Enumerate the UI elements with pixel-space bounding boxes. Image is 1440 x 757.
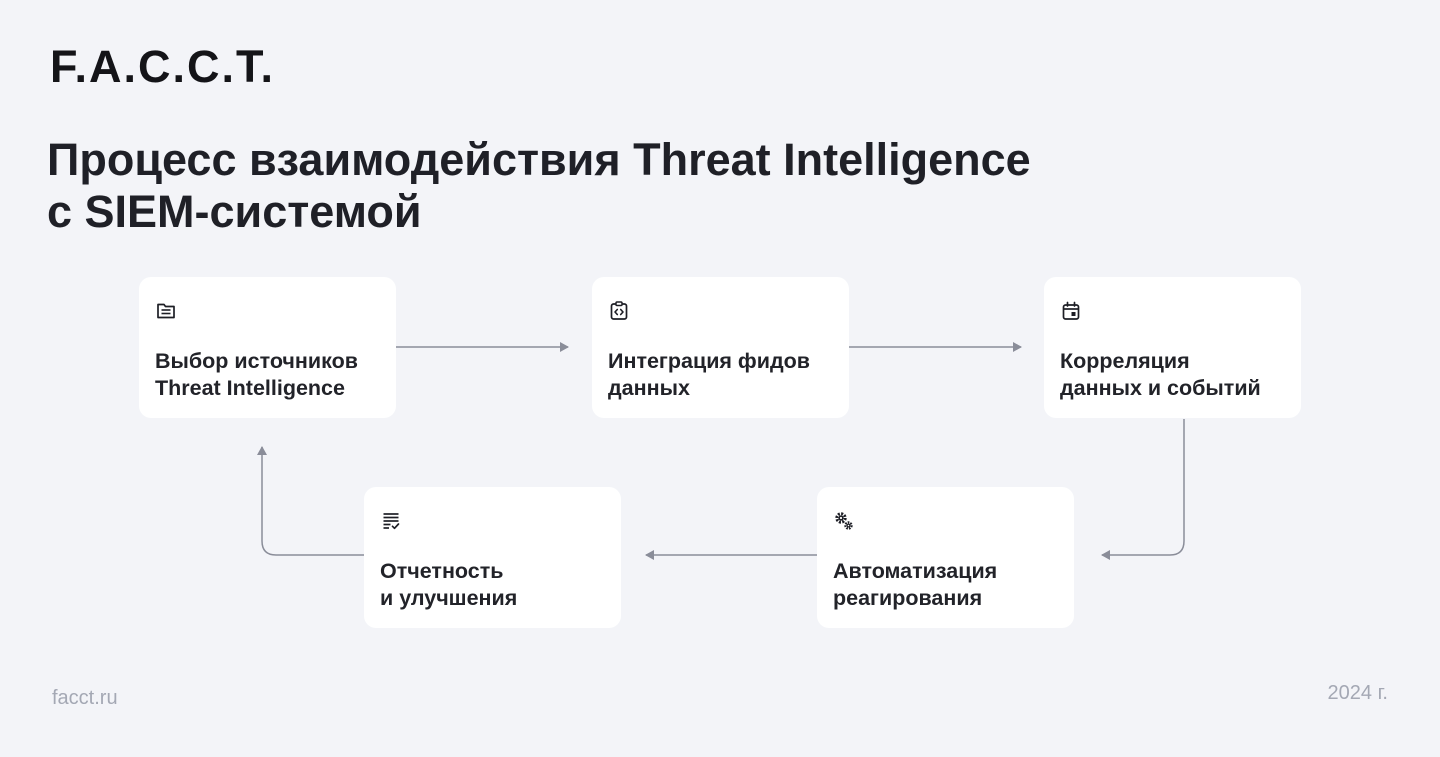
title-line-2: с SIEM-системой: [47, 186, 422, 237]
gears-icon: [835, 512, 853, 530]
code-clipboard-icon: [610, 301, 628, 320]
step-label: Корреляция данных и событий: [1060, 349, 1261, 400]
title-line-1: Процесс взаимодействия Threat Intelligen…: [47, 134, 1031, 185]
arrow-step5-to-step1: [257, 446, 364, 556]
facct-logo: F.A.C.C.T.: [50, 41, 276, 92]
step-label: Интеграция фидов данных: [608, 349, 810, 400]
year-label: 2024 г.: [1327, 682, 1388, 704]
step-card-source-selection: Выбор источников Threat Intelligence: [139, 277, 396, 418]
step-card-automation: Автоматизация реагирования: [817, 487, 1074, 628]
report-checklist-icon: [383, 513, 400, 530]
page-title: Процесс взаимодействия Threat Intelligen…: [47, 134, 1147, 238]
step-label: Выбор источников Threat Intelligence: [155, 349, 358, 400]
document-list-icon: [157, 303, 175, 319]
step-label: Автоматизация реагирования: [833, 559, 998, 610]
step-card-correlation: Корреляция данных и событий: [1044, 277, 1301, 418]
calendar-icon: [1062, 301, 1080, 320]
arrow-step3-to-step4: [1101, 419, 1185, 560]
step-card-feed-integration: Интеграция фидов данных: [592, 277, 849, 418]
step-card-reporting: Отчетность и улучшения: [364, 487, 621, 628]
site-url: facct.ru: [52, 687, 118, 709]
step-label: Отчетность и улучшения: [380, 559, 518, 610]
